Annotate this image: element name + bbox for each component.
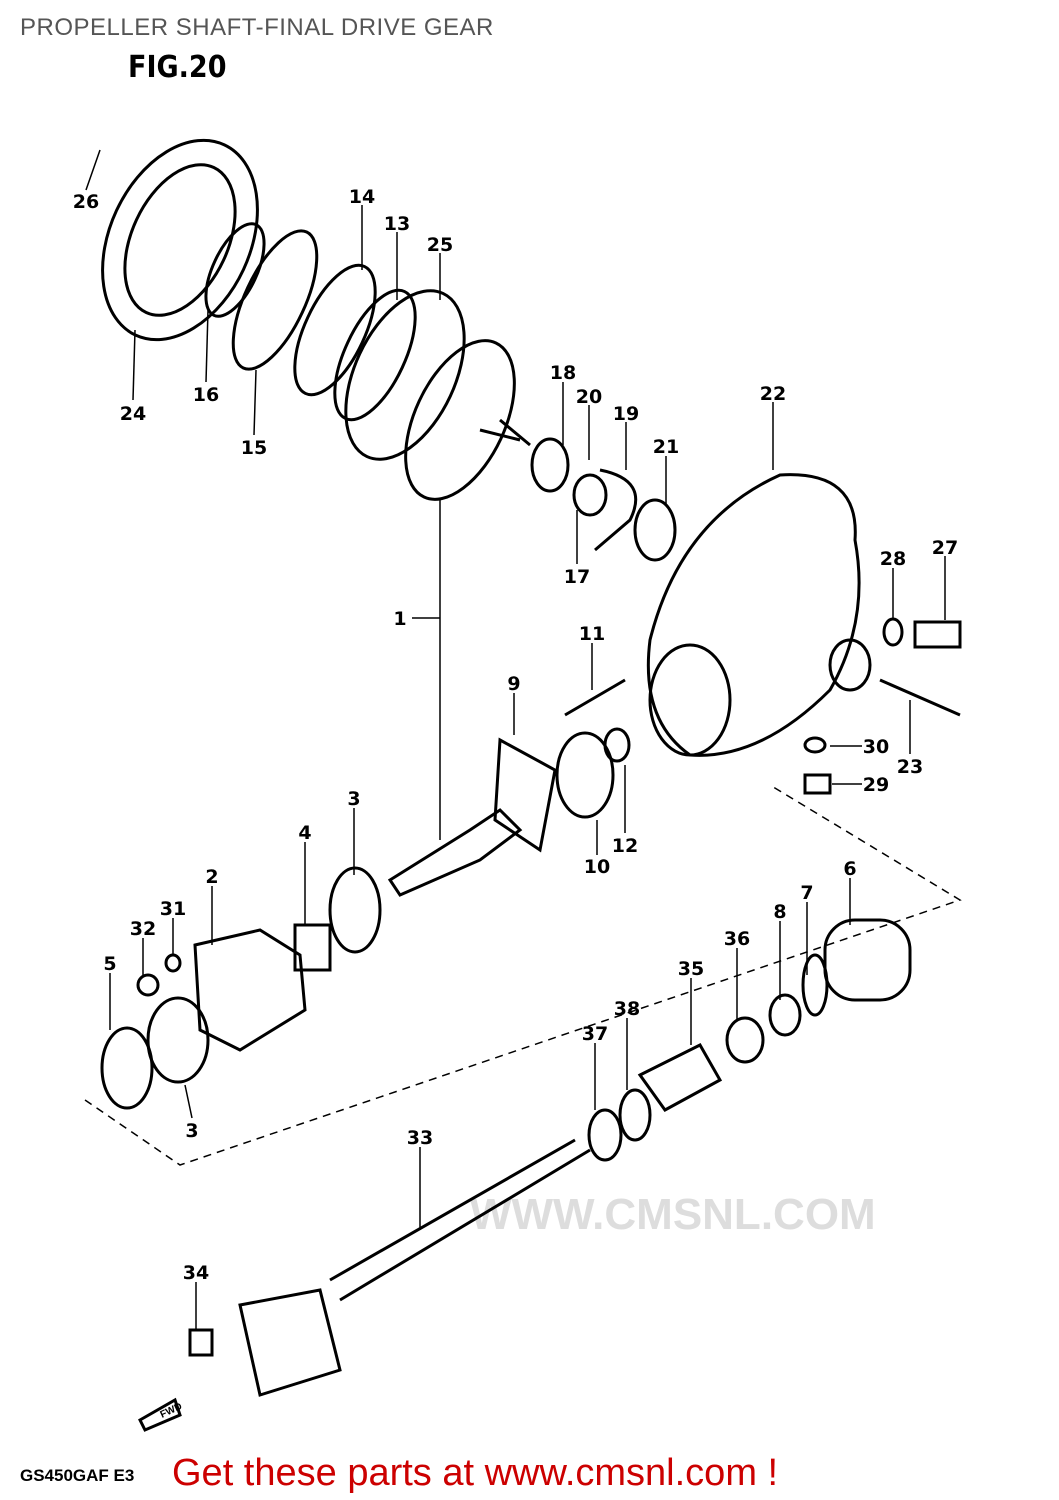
part-label: 14 <box>349 186 375 208</box>
part-label: 6 <box>843 858 856 880</box>
part-label: 13 <box>384 213 410 235</box>
part-label: 7 <box>800 882 813 904</box>
part-label: 4 <box>298 822 311 844</box>
part-label: 32 <box>130 918 156 940</box>
part-label: 11 <box>579 623 605 645</box>
part-label: 35 <box>678 958 704 980</box>
leader-lines <box>85 149 946 1330</box>
part-label: 15 <box>241 437 267 459</box>
part-label: 18 <box>550 362 576 384</box>
part-label: 10 <box>584 856 610 878</box>
part-label: 23 <box>897 756 923 778</box>
part-label: 26 <box>73 191 99 213</box>
assembly-boundary <box>84 784 962 1166</box>
part-label: 22 <box>760 383 786 405</box>
part-label: 21 <box>653 436 679 458</box>
part-label: 25 <box>427 234 453 256</box>
part-labels: 26 14 13 25 24 16 15 18 20 19 22 21 17 2… <box>73 186 958 1421</box>
part-label: 36 <box>724 928 750 950</box>
part-label: 2 <box>205 866 218 888</box>
part-label: 16 <box>193 384 219 406</box>
model-code: GS450GAF E3 <box>20 1466 135 1485</box>
part-label: 30 <box>863 736 889 758</box>
part-label: 27 <box>932 537 958 559</box>
part-label: 28 <box>880 548 906 570</box>
part-label: 34 <box>183 1262 209 1284</box>
page-title: PROPELLER SHAFT-FINAL DRIVE GEAR <box>20 14 494 41</box>
part-label: 3 <box>347 788 360 810</box>
buy-parts-link[interactable]: Get these parts at www.cmsnl.com ! <box>172 1452 779 1494</box>
part-label: 8 <box>773 901 786 923</box>
part-label: 24 <box>120 403 146 425</box>
part-label: 1 <box>393 608 406 630</box>
part-label: 33 <box>407 1127 433 1149</box>
part-label: 29 <box>863 774 889 796</box>
part-label: 17 <box>564 566 590 588</box>
watermark: WWW.CMSNL.COM <box>470 1190 876 1239</box>
part-label: 5 <box>103 953 116 975</box>
part-label: 9 <box>507 673 520 695</box>
part-label: 20 <box>576 386 602 408</box>
part-label: 37 <box>582 1023 608 1045</box>
part-label: 3 <box>185 1120 198 1142</box>
figure-number: FIG.20 <box>128 50 227 85</box>
part-label: 31 <box>160 898 186 920</box>
part-label: 12 <box>612 835 638 857</box>
fwd-arrow-icon <box>138 1397 182 1432</box>
part-label: 38 <box>614 998 640 1020</box>
part-shapes <box>100 138 962 1432</box>
part-label: 19 <box>613 403 639 425</box>
